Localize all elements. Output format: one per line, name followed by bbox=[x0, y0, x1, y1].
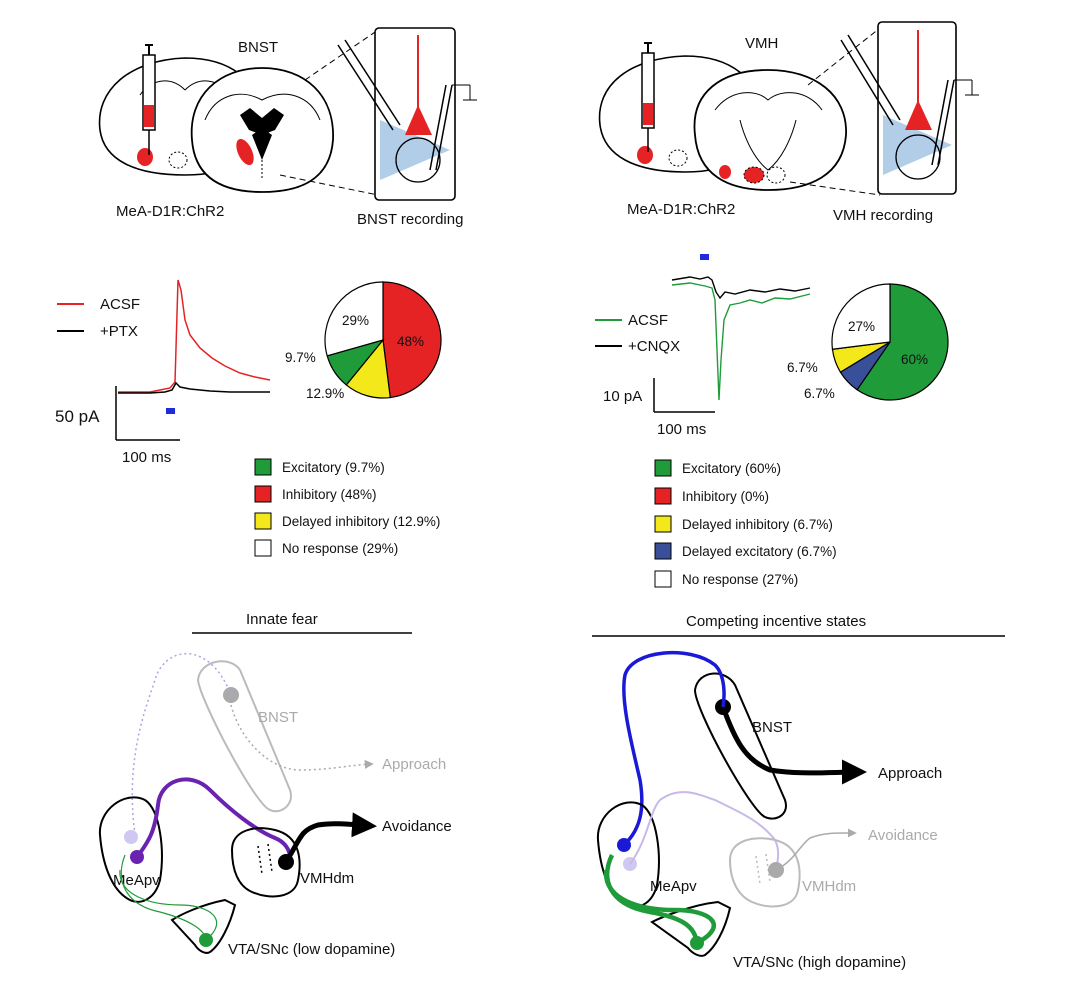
model-title-left: Innate fear bbox=[246, 611, 318, 628]
meapv-shape-left bbox=[98, 796, 163, 903]
region-title-vmh: VMH bbox=[745, 35, 778, 52]
scale-y-right: 10 pA bbox=[603, 388, 642, 405]
legend-item-no-response-r: No response (27%) bbox=[682, 572, 798, 587]
vmhdm-label-right: VMHdm bbox=[802, 878, 856, 895]
avoidance-label-right: Avoidance bbox=[868, 827, 938, 844]
recording-electrode-icon bbox=[840, 34, 955, 166]
legend-swatch bbox=[654, 542, 672, 560]
model-title-right: Competing incentive states bbox=[686, 613, 866, 630]
injection-label-left: MeA-D1R:ChR2 bbox=[116, 203, 224, 220]
bnst-label-right: BNST bbox=[752, 719, 792, 736]
vmh-target-red bbox=[743, 166, 765, 184]
neuron-icon bbox=[905, 30, 932, 130]
stim-marker-right bbox=[700, 254, 709, 260]
pie-label-48: 48% bbox=[397, 334, 424, 349]
model-innate-fear: Innate fear BNST Approach MeApv VMHdm Av… bbox=[98, 611, 452, 958]
trace-acsf-green bbox=[671, 282, 811, 401]
trace-legend-acsf-right: ACSF bbox=[628, 312, 668, 329]
scale-x-left: 100 ms bbox=[122, 449, 171, 466]
pie-label-12-9: 12.9% bbox=[306, 386, 344, 401]
vmhdm-shape-left bbox=[230, 827, 301, 898]
legend-left: Excitatory (9.7%) Inhibitory (48%) Delay… bbox=[254, 458, 440, 557]
trace-ptx-black bbox=[118, 381, 270, 394]
vmhdm-label-left: VMHdm bbox=[300, 870, 354, 887]
bnst-shape-right bbox=[693, 672, 787, 820]
vta-label-left: VTA/SNc (low dopamine) bbox=[228, 941, 395, 958]
vta-shape-left bbox=[170, 898, 237, 954]
brain-section-anterior-vmh bbox=[693, 69, 847, 191]
pie-label-29: 29% bbox=[342, 313, 369, 328]
injection-site-red bbox=[137, 148, 153, 166]
bnst-label-left: BNST bbox=[258, 709, 298, 726]
meapv-label-right: MeApv bbox=[650, 878, 697, 895]
legend-swatch bbox=[254, 539, 272, 557]
ground-icon bbox=[452, 84, 477, 101]
vmh-pie-slice-3 bbox=[831, 283, 891, 350]
trace-acsf-red bbox=[118, 279, 271, 393]
meapv-label-left: MeApv bbox=[113, 872, 160, 889]
recording-label-bnst: BNST recording bbox=[357, 211, 463, 228]
bnst-schematic: BNST MeA-D1R:ChR2 BNST recording bbox=[98, 27, 477, 228]
legend-item-delayed-inhibitory-r: Delayed inhibitory (6.7%) bbox=[682, 517, 833, 532]
vta-label-right: VTA/SNc (high dopamine) bbox=[733, 954, 906, 971]
legend-item-no-response: No response (29%) bbox=[282, 541, 398, 556]
pie-label-6-7-yellow: 6.7% bbox=[787, 360, 818, 375]
bnst-shape-gray bbox=[196, 660, 292, 813]
trace-legend-ptx: +PTX bbox=[100, 323, 138, 340]
neuron-icon bbox=[405, 35, 432, 135]
legend-item-excitatory-r: Excitatory (60%) bbox=[682, 461, 781, 476]
vmh-schematic: VMH MeA-D1R:ChR2 VMH recording bbox=[598, 21, 979, 224]
vmh-pie: 60% 27% 6.7% 6.7% bbox=[787, 283, 949, 401]
bnst-pie-slice-3 bbox=[324, 281, 384, 357]
legend-swatch bbox=[654, 515, 672, 533]
scale-x-right: 100 ms bbox=[657, 421, 706, 438]
bnst-pie-slice-0 bbox=[382, 281, 442, 399]
bnst-pie: 48% 29% 9.7% 12.9% bbox=[285, 281, 442, 401]
scale-y-left: 50 pA bbox=[55, 407, 100, 426]
vmh-pie-slice-0 bbox=[856, 283, 949, 401]
legend-swatch bbox=[654, 487, 672, 505]
region-title-bnst: BNST bbox=[238, 39, 278, 56]
trace-legend-cnqx: +CNQX bbox=[628, 338, 680, 355]
approach-label-right: Approach bbox=[878, 765, 942, 782]
pie-label-60: 60% bbox=[901, 352, 928, 367]
recording-label-vmh: VMH recording bbox=[833, 207, 933, 224]
bnst-traces: ACSF +PTX 50 pA 100 ms bbox=[55, 279, 271, 466]
legend-swatch bbox=[254, 485, 272, 503]
bnst-target-red bbox=[236, 138, 254, 166]
injection-label-right: MeA-D1R:ChR2 bbox=[627, 201, 735, 218]
stim-marker-left bbox=[166, 408, 175, 414]
pie-label-6-7-blue: 6.7% bbox=[804, 386, 835, 401]
vmhdm-shape-right bbox=[728, 837, 801, 908]
legend-item-delayed-excitatory-r: Delayed excitatory (6.7%) bbox=[682, 544, 837, 559]
model-competing: Competing incentive states BNST Approach… bbox=[592, 613, 1005, 971]
legend-item-inhibitory: Inhibitory (48%) bbox=[282, 487, 377, 502]
legend-item-excitatory: Excitatory (9.7%) bbox=[282, 460, 385, 475]
legend-right: Excitatory (60%) Inhibitory (0%) Delayed… bbox=[654, 459, 837, 588]
trace-cnqx-black bbox=[671, 276, 811, 300]
syringe-icon bbox=[142, 44, 156, 155]
legend-swatch bbox=[254, 458, 272, 476]
syringe-icon bbox=[641, 42, 655, 152]
vmh-traces: ACSF +CNQX 10 pA 100 ms bbox=[595, 254, 811, 438]
legend-swatch bbox=[654, 570, 672, 588]
pie-label-9-7: 9.7% bbox=[285, 350, 316, 365]
approach-label-left: Approach bbox=[382, 756, 446, 773]
ground-icon bbox=[954, 79, 979, 96]
purple-projection bbox=[135, 777, 292, 859]
avoidance-label-left: Avoidance bbox=[382, 818, 452, 835]
trace-legend-acsf-left: ACSF bbox=[100, 296, 140, 313]
legend-item-inhibitory-r: Inhibitory (0%) bbox=[682, 489, 769, 504]
legend-item-delayed-inhibitory: Delayed inhibitory (12.9%) bbox=[282, 514, 440, 529]
legend-swatch bbox=[654, 459, 672, 477]
recording-electrode-icon bbox=[337, 39, 453, 171]
legend-swatch bbox=[254, 512, 272, 530]
blue-projection bbox=[622, 651, 726, 847]
pie-label-27: 27% bbox=[848, 319, 875, 334]
